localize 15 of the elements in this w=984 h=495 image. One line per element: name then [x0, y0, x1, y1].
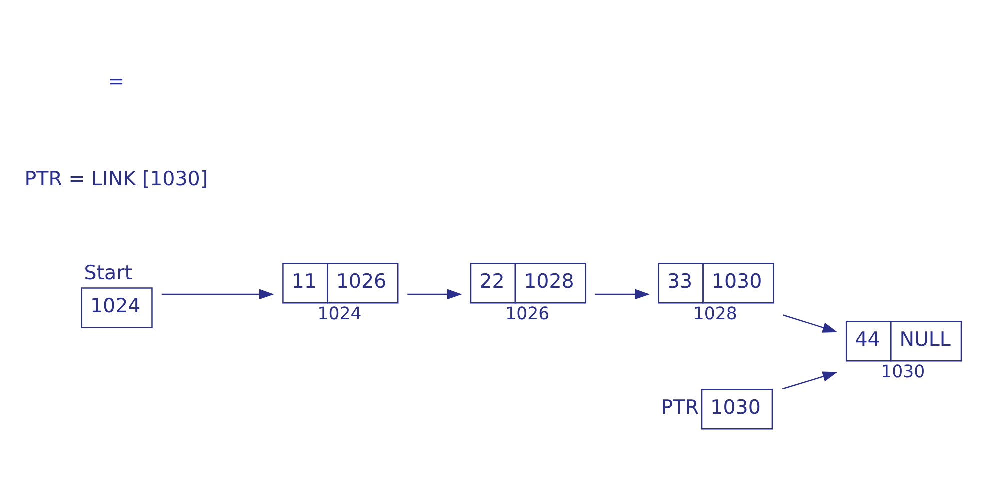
arrow [595, 289, 650, 300]
node-box: 1030 [701, 388, 774, 430]
node-label: PTR [661, 396, 699, 420]
node-label: 1030 [881, 362, 926, 382]
node-label: 1028 [693, 304, 738, 324]
label: PTR = LINK [1030] [24, 167, 208, 190]
arrow [408, 289, 462, 300]
node-box: 1024 [81, 288, 153, 328]
label: = [108, 70, 125, 93]
arrow [783, 314, 838, 333]
node-label: 1026 [506, 304, 550, 324]
node-label: 1024 [318, 304, 362, 324]
node-label: Start [84, 261, 133, 284]
arrow [782, 372, 838, 390]
arrow [162, 289, 274, 300]
